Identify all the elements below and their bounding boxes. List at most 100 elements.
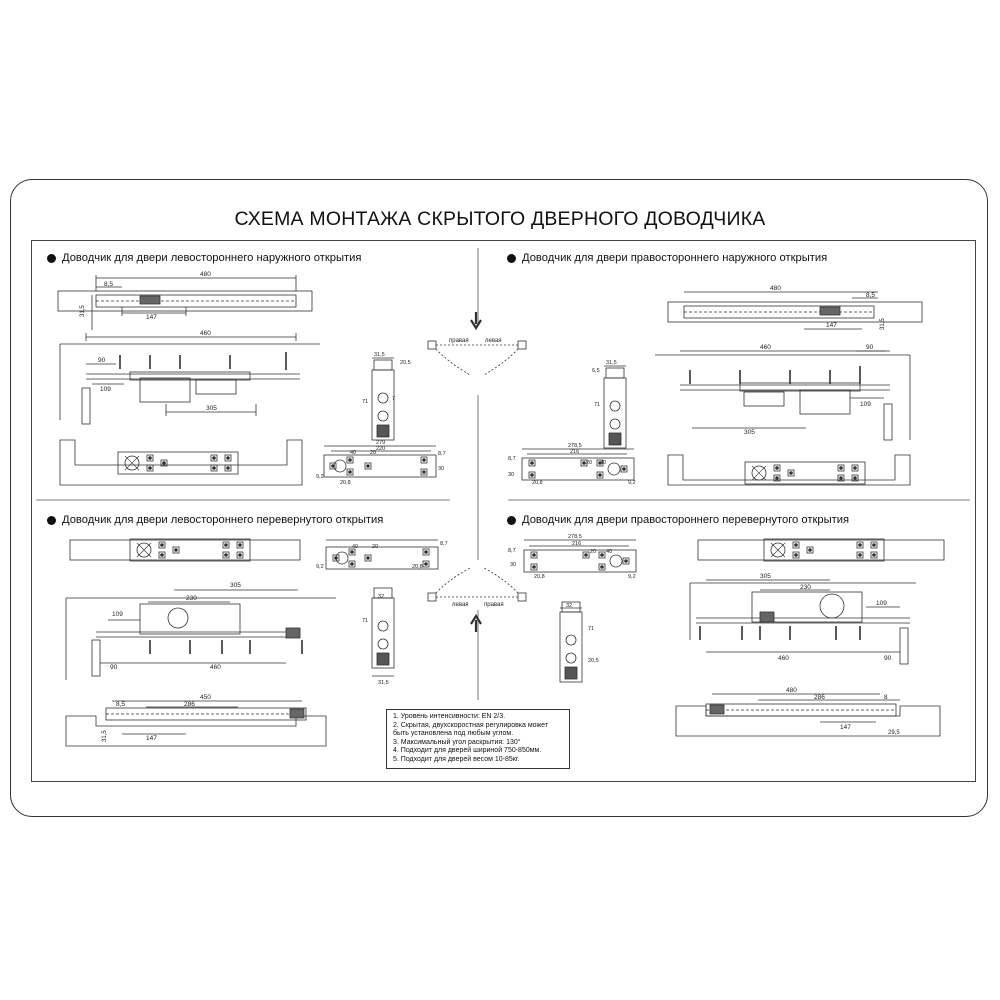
svg-text:71: 71 [362, 399, 368, 405]
label-right-top: правая [449, 338, 469, 344]
br-front-view [689, 579, 916, 665]
tr-detail-plate [521, 448, 635, 481]
svg-text:40: 40 [600, 460, 606, 466]
svg-text:40: 40 [352, 544, 358, 550]
svg-text:230: 230 [800, 584, 811, 591]
svg-text:71: 71 [362, 618, 368, 624]
tl-front-view [59, 333, 320, 425]
svg-text:40: 40 [606, 549, 612, 555]
tl-top-view [57, 275, 313, 330]
door-swing-top [427, 312, 527, 376]
br-top-view [697, 539, 945, 561]
svg-text:9,2: 9,2 [628, 480, 636, 486]
door-swing-bottom [427, 567, 527, 632]
bl-top-view [69, 539, 301, 561]
tl-side-bracket [371, 357, 395, 441]
bullet-icon [507, 253, 516, 263]
svg-text:8,7: 8,7 [438, 451, 446, 457]
heading-left-outward: Доводчик для двери левостороннего наружн… [47, 252, 361, 264]
diagram-sheet [31, 240, 976, 782]
svg-text:6,5: 6,5 [592, 368, 600, 374]
tr-front-view [655, 350, 911, 441]
svg-text:147: 147 [146, 735, 157, 742]
svg-text:20: 20 [370, 450, 376, 456]
svg-text:279: 279 [376, 440, 385, 446]
svg-text:20,8: 20,8 [532, 480, 543, 486]
svg-text:109: 109 [112, 611, 123, 618]
svg-text:31,5: 31,5 [880, 318, 886, 330]
svg-text:40: 40 [350, 450, 356, 456]
bl-bottom-plate [65, 700, 327, 747]
svg-text:20: 20 [372, 544, 378, 550]
svg-text:278,5: 278,5 [568, 534, 582, 540]
note-line: 4. Подходит для дверей шириной 750-850мм… [393, 747, 542, 754]
svg-text:20,5: 20,5 [400, 360, 411, 366]
svg-text:8,5: 8,5 [866, 292, 875, 299]
svg-text:460: 460 [200, 330, 211, 337]
svg-text:90: 90 [110, 664, 118, 671]
tr-top-view [667, 291, 923, 330]
svg-text:305: 305 [206, 405, 217, 412]
svg-text:286: 286 [814, 694, 825, 701]
bullet-icon [507, 515, 516, 525]
svg-text:8,7: 8,7 [440, 541, 448, 547]
heading-right-outward: Доводчик для двери правостороннего наруж… [507, 252, 827, 264]
svg-text:8,7: 8,7 [508, 548, 516, 554]
heading-right-inverted: Доводчик для двери правостороннего перев… [507, 514, 849, 526]
page-title: СХЕМА МОНТАЖА СКРЫТОГО ДВЕРНОГО ДОВОДЧИК… [234, 208, 766, 230]
svg-text:20: 20 [590, 549, 596, 555]
svg-text:30: 30 [438, 466, 444, 472]
tl-bottom-plate [59, 439, 303, 486]
svg-text:31,5: 31,5 [102, 730, 108, 742]
heading-left-inverted: Доводчик для двери левостороннего переве… [47, 514, 383, 526]
label-right-bottom: правая [484, 602, 504, 608]
svg-text:8,5: 8,5 [104, 281, 113, 288]
label-left-top: левая [485, 338, 502, 344]
svg-text:147: 147 [826, 322, 837, 329]
note-line: 5. Подходит для дверей весом 10-85кг. [393, 755, 520, 763]
svg-text:20,8: 20,8 [412, 564, 423, 570]
notes-box: 1. Уровень интенсивности: EN 2/3. 2. Скр… [386, 709, 570, 769]
bl-front-view [65, 589, 336, 680]
svg-text:32: 32 [378, 594, 384, 600]
svg-text:31,5: 31,5 [374, 352, 385, 358]
svg-text:480: 480 [770, 285, 781, 292]
svg-text:20,8: 20,8 [340, 480, 351, 486]
svg-text:9,2: 9,2 [316, 564, 324, 570]
note-line: быть установлена под любым углом. [393, 730, 514, 737]
svg-text:9,2: 9,2 [628, 574, 636, 580]
svg-text:109: 109 [100, 386, 111, 393]
note-line: 2. Скрытая, двухскоростная регулировка м… [393, 721, 549, 729]
svg-text:216: 216 [572, 541, 581, 547]
svg-text:90: 90 [98, 357, 106, 364]
svg-text:20,8: 20,8 [534, 574, 545, 580]
br-bottom-plate [675, 693, 941, 737]
quadrant-dividers [36, 248, 970, 700]
svg-text:31,5: 31,5 [606, 360, 617, 366]
svg-text:20,5: 20,5 [588, 658, 599, 664]
svg-text:71: 71 [594, 402, 600, 408]
diagram-card [10, 179, 988, 817]
br-side-bracket [559, 601, 583, 683]
tr-side-bracket [603, 365, 627, 449]
bullet-icon [47, 515, 56, 525]
svg-text:278,5: 278,5 [568, 443, 582, 449]
svg-text:8,5: 8,5 [116, 701, 125, 708]
svg-text:216: 216 [570, 449, 579, 455]
svg-text:220: 220 [376, 446, 385, 452]
svg-text:29,5: 29,5 [888, 730, 900, 736]
svg-text:8: 8 [884, 694, 888, 701]
svg-text:305: 305 [230, 582, 241, 589]
svg-text:30: 30 [510, 562, 516, 568]
svg-text:31,5: 31,5 [80, 305, 86, 317]
svg-text:31,5: 31,5 [378, 680, 389, 686]
note-line: 1. Уровень интенсивности: EN 2/3. [393, 713, 506, 720]
br-detail-plate [523, 539, 637, 573]
svg-text:480: 480 [786, 687, 797, 694]
label-left-bottom: левая [452, 602, 469, 608]
svg-text:9,2: 9,2 [316, 474, 324, 480]
svg-text:32: 32 [566, 603, 572, 609]
svg-text:147: 147 [146, 314, 157, 321]
svg-text:8,7: 8,7 [508, 456, 516, 462]
